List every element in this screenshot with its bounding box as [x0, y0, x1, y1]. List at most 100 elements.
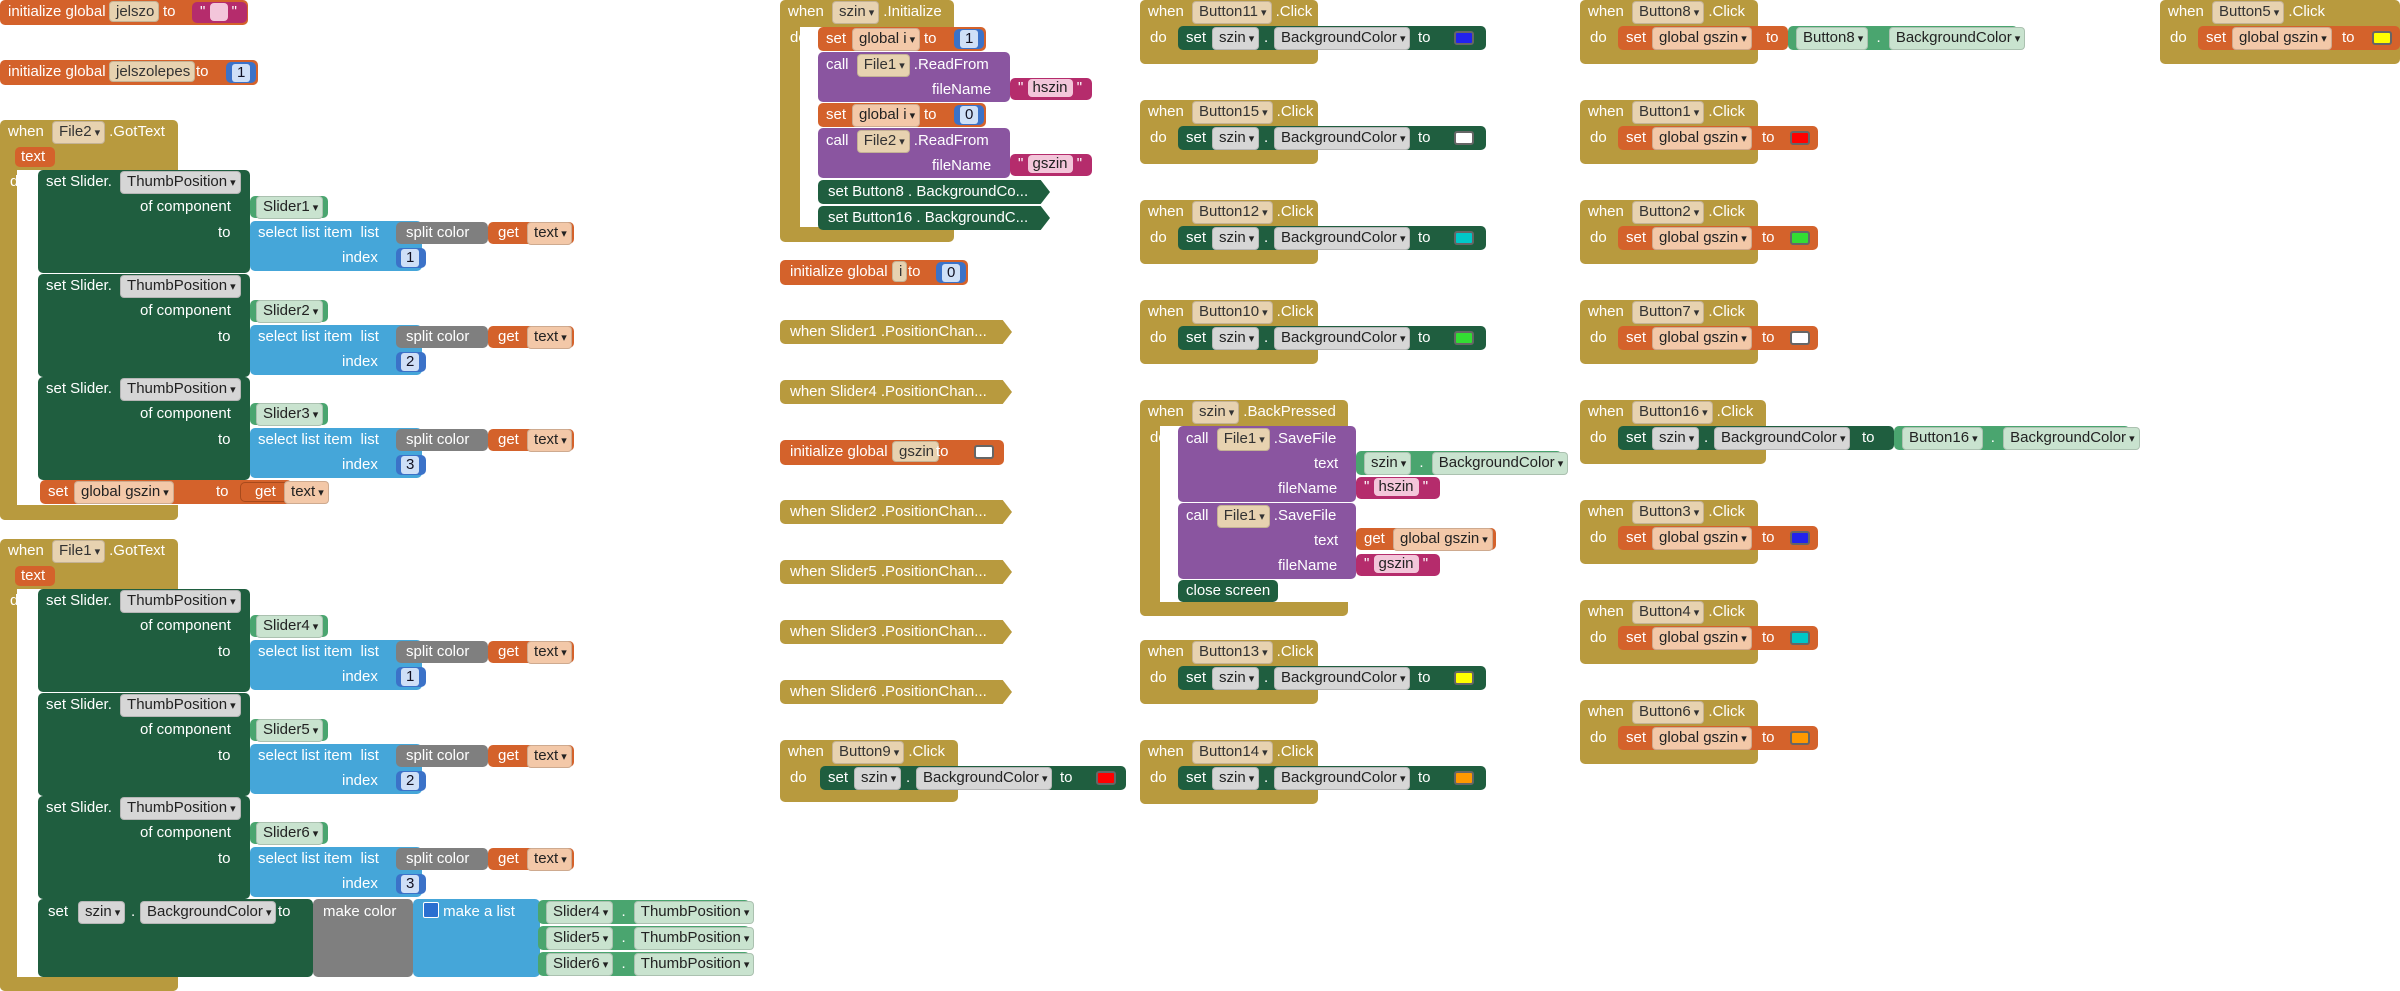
split-color[interactable]: split color — [396, 326, 488, 348]
button16-bgcolor-getter[interactable]: Button16 . BackgroundColor — [1894, 426, 2140, 450]
slider-component[interactable]: Slider4 — [250, 615, 328, 638]
color-swatch[interactable] — [1454, 671, 1474, 685]
slider-component[interactable]: Slider1 — [250, 196, 328, 219]
set-szin-bgcolor-b16[interactable]: set szin . BackgroundColor to — [1618, 426, 1894, 450]
szin-bgcolor-getter[interactable]: szin . BackgroundColor — [1356, 451, 1569, 475]
color-swatch[interactable] — [1454, 771, 1474, 785]
event-button-click[interactable]: when Button7.Click do — [1580, 300, 1758, 364]
set-szin-bgcolor-b9[interactable]: set szin . BackgroundColor to — [820, 766, 1126, 790]
set-szin-bgcolor[interactable]: set szin . BackgroundColor to — [1178, 226, 1486, 250]
index-number[interactable]: 3 — [396, 455, 426, 475]
color-swatch[interactable] — [1790, 531, 1810, 545]
split-color[interactable]: split color — [396, 222, 488, 244]
collapsed-slider-event[interactable]: when Slider4 .PositionChan... — [780, 380, 1012, 404]
color-swatch[interactable] — [1790, 331, 1810, 345]
slider-thumbposition-getter[interactable]: Slider4 . ThumbPosition — [538, 900, 755, 924]
set-global-gszin[interactable]: set global gszin to — [1618, 326, 1818, 350]
slider-component[interactable]: Slider3 — [250, 403, 328, 426]
color-swatch-red[interactable] — [1096, 771, 1116, 785]
set-global-gszin[interactable]: set global gszin to — [1618, 526, 1818, 550]
select-list-item[interactable]: select list item list index — [250, 325, 422, 375]
collapsed-slider-event[interactable]: when Slider5 .PositionChan... — [780, 560, 1012, 584]
param-text[interactable]: text — [15, 147, 55, 167]
call-file2-readfrom[interactable]: call File2.ReadFrom fileName — [818, 128, 1010, 178]
close-screen[interactable]: close screen — [1178, 580, 1278, 602]
set-gszin-button5[interactable]: set global gszin to — [2198, 26, 2400, 50]
string-gszin-2[interactable]: " gszin " — [1356, 554, 1440, 576]
thumbposition-dropdown[interactable]: ThumbPosition — [120, 694, 241, 717]
get-text[interactable]: get text — [240, 481, 329, 504]
set-szin-bgcolor[interactable]: set szin . BackgroundColor to — [1178, 766, 1486, 790]
collapsed-set-button16[interactable]: set Button16 . BackgroundC... — [818, 206, 1050, 230]
slider-thumbposition-getter[interactable]: Slider6 . ThumbPosition — [538, 952, 755, 976]
collapsed-slider-event[interactable]: when Slider2 .PositionChan... — [780, 500, 1012, 524]
set-global-gszin[interactable]: set global gszin to — [1618, 226, 1818, 250]
index-number[interactable]: 1 — [396, 248, 426, 268]
select-list-item[interactable]: select list item list index — [250, 640, 422, 690]
set-szin-bgcolor[interactable]: set szin . BackgroundColor to — [1178, 666, 1486, 690]
thumbposition-dropdown[interactable]: ThumbPosition — [120, 275, 241, 298]
init-global-gszin[interactable]: initialize global gszin to — [780, 440, 1004, 465]
color-swatch[interactable] — [1454, 131, 1474, 145]
get-global-gszin[interactable]: get global gszin — [1356, 528, 1496, 551]
get-text-block[interactable]: get text — [488, 848, 574, 871]
param-text-2[interactable]: text — [15, 566, 55, 586]
set-global-gszin[interactable]: set global gszin to get text — [40, 480, 329, 504]
color-swatch[interactable] — [1790, 231, 1810, 245]
collapsed-slider-event[interactable]: when Slider6 .PositionChan... — [780, 680, 1012, 704]
string-gszin[interactable]: " gszin " — [1010, 154, 1092, 176]
get-text-block[interactable]: get text — [488, 745, 574, 768]
slider-component[interactable]: Slider5 — [250, 719, 328, 742]
get-text-block[interactable]: get text — [488, 222, 574, 245]
split-color[interactable]: split color — [396, 848, 488, 870]
component-szin[interactable]: szin — [832, 1, 880, 24]
init-global-jelszo[interactable]: initialize global jelszo to " " — [0, 0, 248, 25]
split-color[interactable]: split color — [396, 745, 488, 767]
color-swatch[interactable] — [1790, 731, 1810, 745]
number-block[interactable]: 1 — [226, 62, 256, 83]
color-swatch[interactable] — [1454, 331, 1474, 345]
index-number[interactable]: 1 — [396, 667, 426, 687]
color-swatch[interactable] — [1454, 31, 1474, 45]
init-global-i[interactable]: initialize global i to 0 — [780, 260, 968, 285]
gear-icon[interactable] — [423, 902, 439, 918]
color-swatch-white[interactable] — [974, 445, 994, 459]
collapsed-slider-event[interactable]: when Slider3 .PositionChan... — [780, 620, 1012, 644]
set-szin-bgcolor[interactable]: set szin . BackgroundColor to — [1178, 126, 1486, 150]
set-global-i-2[interactable]: set global i to 0 — [818, 103, 986, 127]
get-text-block[interactable]: get text — [488, 326, 574, 349]
button8-bgcolor-getter[interactable]: Button8 . BackgroundColor — [1788, 26, 2026, 50]
color-swatch[interactable] — [1454, 231, 1474, 245]
thumbposition-dropdown[interactable]: ThumbPosition — [120, 797, 241, 820]
collapsed-set-button8[interactable]: set Button8 . BackgroundCo... — [818, 180, 1050, 204]
component-file1[interactable]: File1 — [52, 540, 106, 563]
slider-component[interactable]: Slider6 — [250, 822, 328, 845]
thumbposition-dropdown[interactable]: ThumbPosition — [120, 378, 241, 401]
set-global-gszin[interactable]: set global gszin to — [1618, 626, 1818, 650]
var-name-jelszo[interactable]: jelszo — [109, 1, 160, 22]
thumbposition-dropdown[interactable]: ThumbPosition — [120, 171, 241, 194]
set-global-gszin[interactable]: set global gszin to — [1618, 126, 1818, 150]
set-gszin-from-button8[interactable]: set global gszin to — [1618, 26, 1788, 50]
split-color[interactable]: split color — [396, 641, 488, 663]
index-number[interactable]: 2 — [396, 352, 426, 372]
var-name-jelszolepes[interactable]: jelszolepes — [109, 61, 196, 82]
index-number[interactable]: 2 — [396, 771, 426, 791]
get-text-block[interactable]: get text — [488, 641, 574, 664]
color-swatch[interactable] — [1790, 131, 1810, 145]
make-a-list-block[interactable]: make a list — [413, 899, 540, 977]
string-hszin[interactable]: " hszin " — [1010, 78, 1092, 100]
collapsed-slider-event[interactable]: when Slider1 .PositionChan... — [780, 320, 1012, 344]
string-hszin-2[interactable]: " hszin " — [1356, 477, 1440, 499]
empty-string-block[interactable]: " " — [192, 2, 247, 23]
split-color[interactable]: split color — [396, 429, 488, 451]
var-global-gszin[interactable]: global gszin — [74, 481, 174, 504]
init-global-jelszolepes[interactable]: initialize global jelszolepes to 1 — [0, 60, 258, 85]
slider-component[interactable]: Slider2 — [250, 300, 328, 323]
set-szin-bgcolor[interactable]: set szin . BackgroundColor to — [1178, 26, 1486, 50]
component-file2[interactable]: File2 — [52, 121, 106, 144]
set-global-gszin[interactable]: set global gszin to — [1618, 726, 1818, 750]
select-list-item[interactable]: select list item list index — [250, 428, 422, 478]
make-color-block[interactable]: make color — [313, 899, 413, 977]
select-list-item[interactable]: select list item list index — [250, 744, 422, 794]
